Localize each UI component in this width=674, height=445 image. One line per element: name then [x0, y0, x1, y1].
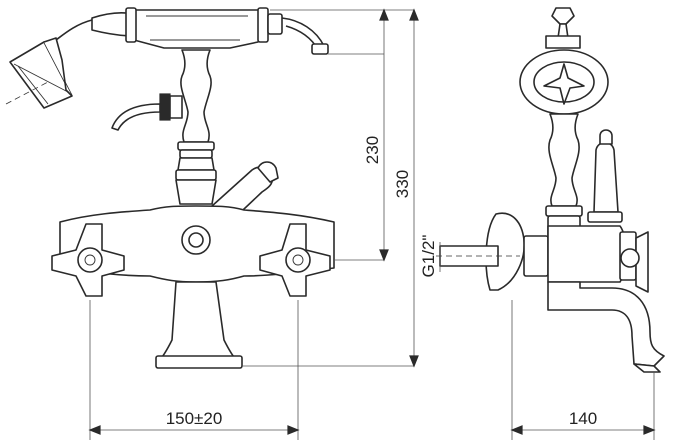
bath-spout	[547, 281, 665, 373]
dimension-projection: 140	[569, 409, 597, 428]
dimension-330: 330	[393, 170, 412, 198]
side-view	[436, 7, 665, 440]
left-cross-handle	[51, 223, 125, 297]
inlet-pipe	[436, 245, 520, 267]
side-column	[545, 113, 583, 241]
shower-head-side	[519, 49, 609, 115]
hand-shower-handle	[91, 7, 329, 55]
front-view	[5, 7, 419, 440]
right-cross-handle	[259, 223, 331, 297]
side-body	[485, 212, 649, 293]
side-lever	[587, 129, 623, 223]
shower-hook	[545, 7, 581, 49]
dimension-inlet-thread: G1/2"	[419, 235, 438, 278]
dimension-center-distance: 150±20	[166, 409, 223, 428]
dimension-230: 230	[363, 136, 382, 164]
hand-shower-head	[5, 19, 93, 109]
central-column	[111, 49, 217, 205]
